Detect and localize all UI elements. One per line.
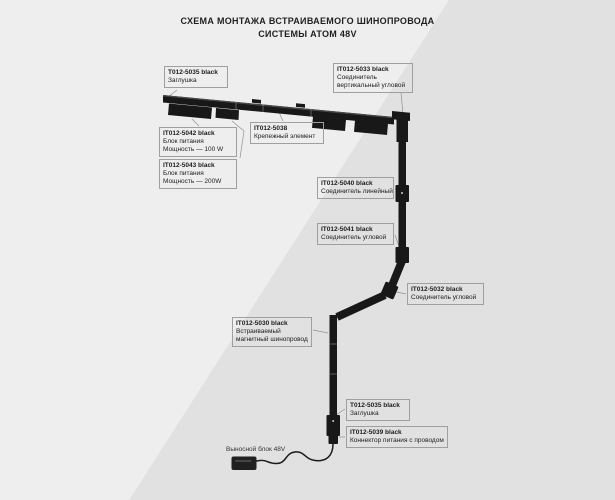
- part-code: IT012-5041 black: [321, 226, 373, 233]
- mounting-clip-icon: [296, 103, 305, 108]
- part-desc: Заглушка: [350, 410, 379, 417]
- power-connector-block: [326, 415, 340, 436]
- part-desc: Заглушка: [168, 77, 197, 84]
- part-desc: Коннектор питания с проводом: [350, 437, 444, 444]
- part-desc: магнитный шинопровод: [236, 336, 308, 343]
- part-desc: Соединитель линейный: [321, 188, 393, 195]
- label-plug-top: T012-5035 black Заглушка: [164, 66, 228, 88]
- part-desc: Соединитель угловой: [321, 234, 387, 241]
- part-code: IT012-5040 black: [321, 180, 373, 187]
- diagram-title-line2: СИСТЕМЫ ATOM 48V: [258, 29, 357, 39]
- label-recessed-magnetic-track: IT012-5030 black Встраиваемый магнитный …: [232, 317, 312, 347]
- label-plug-bottom: T012-5035 black Заглушка: [346, 399, 410, 421]
- part-desc: Встраиваемый: [236, 328, 281, 335]
- part-code: IT012-5033 black: [337, 66, 389, 73]
- label-fastening-element: IT012-5038 Крепежный элемент: [250, 122, 324, 144]
- track-vertical-long: [326, 315, 340, 444]
- supply-wire: [231, 443, 334, 470]
- diagram-title-line1: СХЕМА МОНТАЖА ВСТРАИВАЕМОГО ШИНОПРОВОДА: [180, 16, 435, 26]
- part-code: IT012-5030 black: [236, 320, 288, 327]
- diagram-title: СХЕМА МОНТАЖА ВСТРАИВАЕМОГО ШИНОПРОВОДА …: [0, 15, 615, 41]
- label-corner-connector-5032: IT012-5032 black Соединитель угловой: [407, 283, 484, 305]
- label-power-connector-wire: IT012-5039 black Коннектор питания с про…: [346, 426, 448, 448]
- track-vertical-right: [335, 140, 409, 321]
- part-desc: Соединитель: [337, 74, 377, 81]
- part-desc: вертикальный угловой: [337, 82, 406, 89]
- part-desc: Соединитель угловой: [411, 294, 477, 301]
- external-unit-label: Выносной блок 48V: [226, 446, 286, 453]
- power-supply-blocks: [168, 103, 388, 135]
- label-vertical-corner-connector: IT012-5033 black Соединитель вертикальны…: [333, 63, 413, 93]
- part-desc: Мощность — 200W: [163, 178, 222, 185]
- label-corner-connector-5041: IT012-5041 black Соединитель угловой: [317, 223, 394, 245]
- label-power-supply-200w: IT012-5043 black Блок питания Мощность —…: [159, 159, 237, 189]
- part-code: IT012-5032 black: [411, 286, 463, 293]
- part-code: T012-5035 black: [168, 69, 218, 76]
- external-unit-block: [231, 456, 257, 470]
- part-code: IT012-5038: [254, 125, 288, 132]
- corner-connector-top: [392, 111, 410, 142]
- part-code: IT012-5043 black: [163, 162, 215, 169]
- part-desc: Крепежный элемент: [254, 133, 316, 140]
- label-linear-connector: IT012-5040 black Соединитель линейный: [317, 177, 394, 199]
- end-cap-block: [328, 435, 338, 444]
- part-code: IT012-5039 black: [350, 429, 402, 436]
- track-horizontal: [163, 95, 394, 125]
- part-code: T012-5035 black: [350, 402, 400, 409]
- part-desc: Блок питания: [163, 170, 204, 177]
- part-desc: Блок питания: [163, 138, 204, 145]
- part-code: IT012-5042 black: [163, 130, 215, 137]
- part-desc: Мощность — 100 W: [163, 146, 224, 153]
- label-power-supply-100w: IT012-5042 black Блок питания Мощность —…: [159, 127, 237, 157]
- mounting-clip-icon: [252, 99, 261, 104]
